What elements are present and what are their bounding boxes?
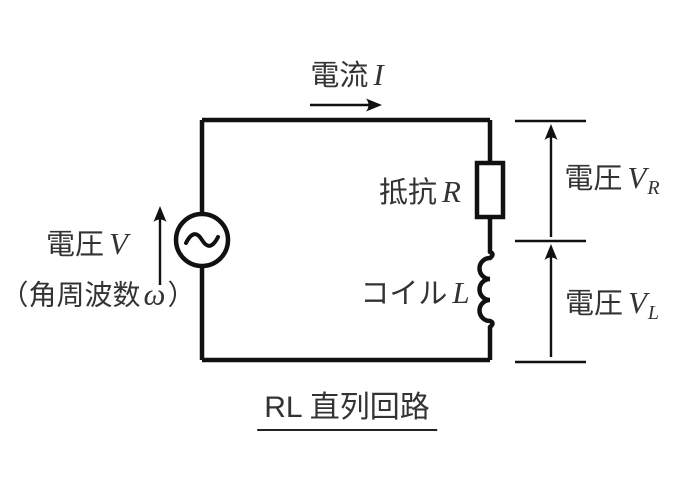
resistor-symbol <box>474 160 506 220</box>
label-angular-frequency-suffix: ） <box>167 279 196 311</box>
vl-arrowhead-icon <box>544 244 558 260</box>
label-voltage-r-text: 電圧 <box>564 163 623 196</box>
label-angular-frequency-prefix: （角周波数 <box>0 279 141 311</box>
label-angular-frequency-symbol: ω <box>143 276 166 312</box>
current-arrow <box>310 98 382 112</box>
vr-arrowhead-icon <box>544 124 558 140</box>
label-source-voltage-symbol: V <box>109 226 128 261</box>
vl-measure-arrow <box>544 244 558 357</box>
circuit-wire-loop <box>199 117 493 363</box>
label-voltage-r-symbol: V <box>627 160 647 196</box>
label-voltage-r-subscript: R <box>647 176 660 199</box>
sine-wave-icon <box>184 232 220 248</box>
label-inductor-text: コイル <box>360 278 448 310</box>
inductor-symbol <box>477 249 495 330</box>
label-voltage-l-subscript: L <box>647 301 660 324</box>
label-current-symbol: I <box>373 57 384 92</box>
label-current-text: 電流 <box>310 60 369 92</box>
label-resistor-text: 抵抗 <box>379 177 438 209</box>
label-resistor-symbol: R <box>442 174 461 209</box>
source-voltage-arrow <box>153 206 167 285</box>
label-voltage-l-text: 電圧 <box>564 288 623 321</box>
vr-measure-arrow <box>544 124 558 237</box>
label-inductor-symbol: L <box>452 275 470 310</box>
label-voltage-l-symbol: V <box>627 285 647 321</box>
figure-title: RL 直列回路 <box>257 393 437 431</box>
source-voltage-arrowhead-icon <box>153 206 167 222</box>
label-source-voltage-text: 電圧 <box>46 229 105 261</box>
measure-ticks <box>515 119 586 364</box>
label-angular-frequency: （角周波数ω） <box>1 279 196 310</box>
current-arrowhead-icon <box>366 98 382 112</box>
ac-voltage-source-icon <box>173 211 231 269</box>
